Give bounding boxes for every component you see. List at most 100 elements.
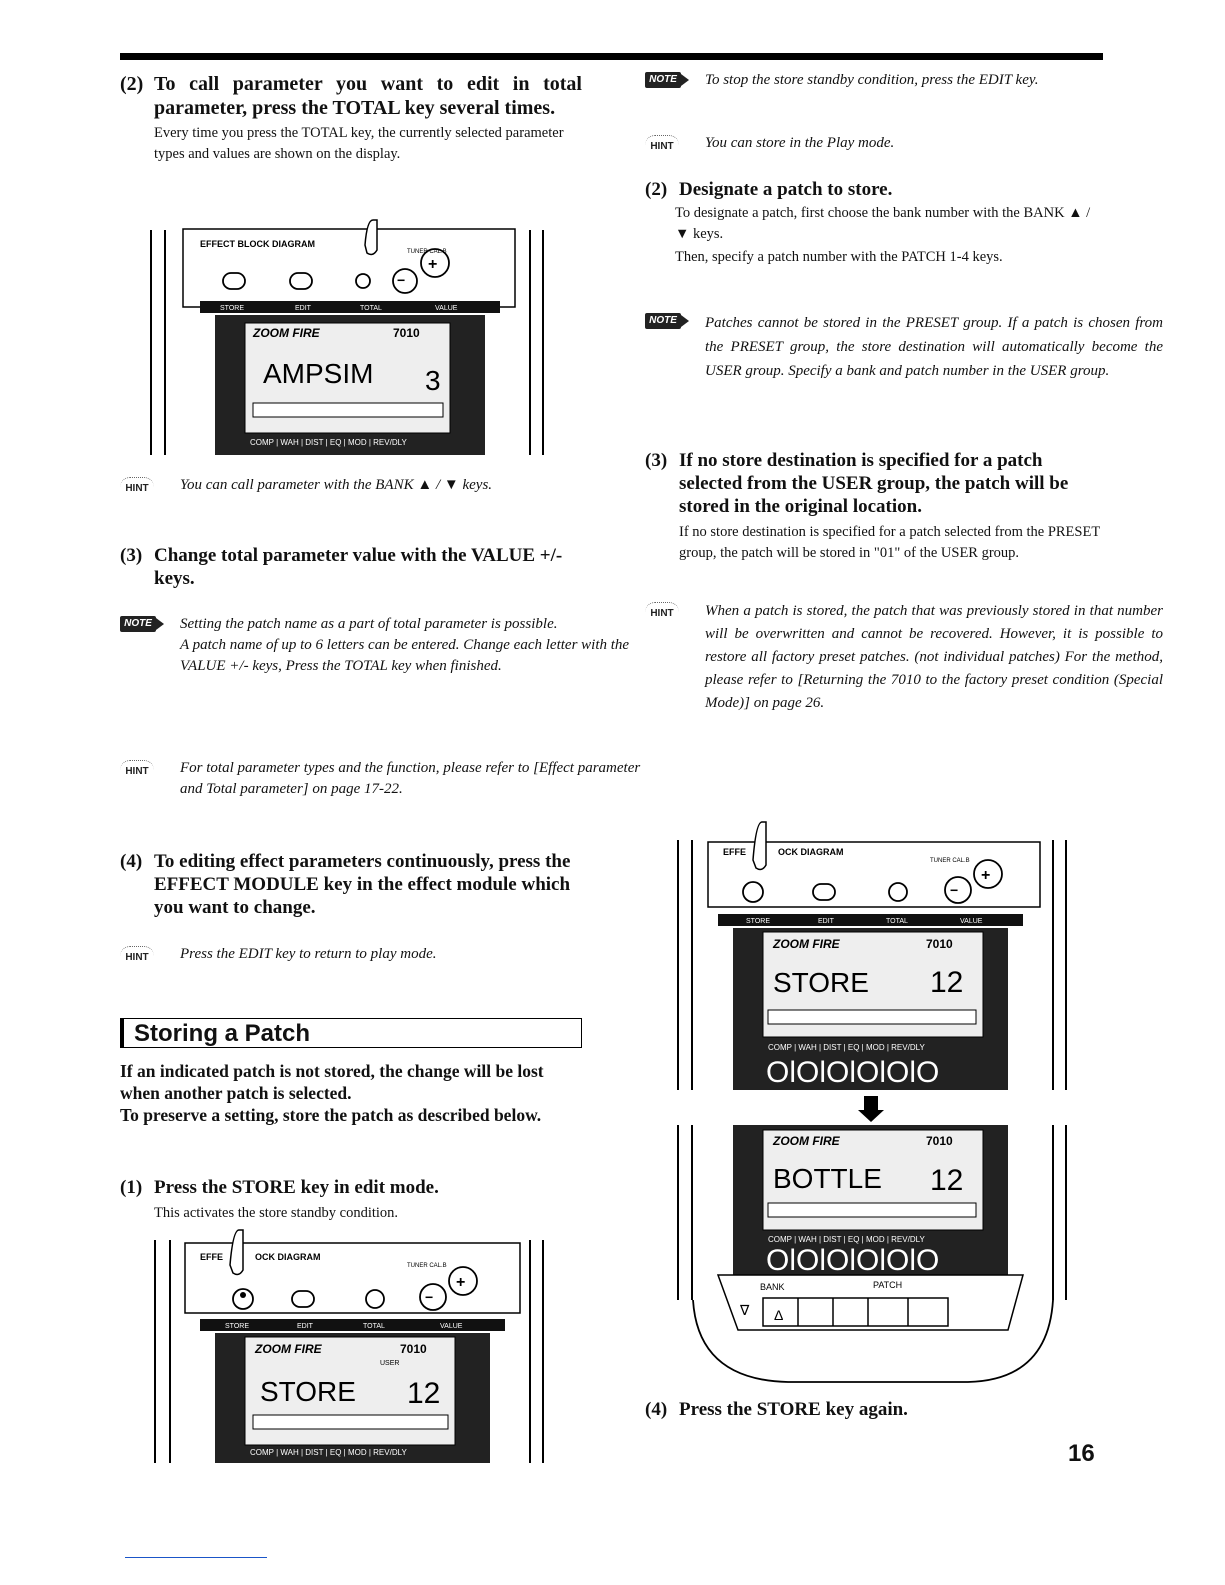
step-body: This activates the store standby conditi… [154,1205,399,1221]
module-labels: COMP | WAH | DIST | EQ | MOD | REV/DLY [768,1235,925,1244]
hint-icon: HINT [645,602,679,625]
step-title: Designate a patch to store. [679,179,893,200]
svg-text:OlOlOlOlOlO: OlOlOlOlOlO [766,1056,939,1089]
hint-text: For total parameter types and the functi… [180,760,641,797]
model-label: 7010 [400,1342,427,1356]
device-illustration-total: EFFECT BLOCK DIAGRAM TUNER CAL.B − + STO… [150,219,544,455]
display-text: STORE [260,1376,356,1407]
module-labels: COMP | WAH | DIST | EQ | MOD | REV/DLY [250,438,407,447]
display-number: 12 [930,966,963,999]
step-body: Every time you press the TOTAL key, the … [154,125,564,162]
tuner-label: TUNER CAL.B [930,858,970,864]
brand-label: ZOOM FIRE [772,937,841,951]
step-body-1: To designate a patch, first choose the b… [675,205,1091,242]
brand-label: ZOOM FIRE [252,326,321,340]
svg-text:∇: ∇ [739,1302,750,1318]
brand-label: ZOOM FIRE [772,1134,841,1148]
left-step-4: (4) To editing effect parameters continu… [120,850,582,919]
key-label-total: TOTAL [360,305,382,312]
svg-text:+: + [456,1274,465,1291]
hint-icon: HINT [120,760,154,783]
step-number: (2) [120,73,144,95]
right-step-4: (4) Press the STORE key again. [645,1398,1105,1421]
display-text: BOTTLE [773,1163,882,1194]
key-label-total: TOTAL [363,1323,385,1330]
hint-text: Press the EDIT key to return to play mod… [180,946,437,962]
brand-label: ZOOM FIRE [254,1342,323,1356]
left-step-1: (1) Press the STORE key in edit mode. Th… [120,1176,582,1224]
step-number: (4) [120,851,143,872]
key-label-edit: EDIT [297,1323,314,1330]
note-text: Patches cannot be stored in the PRESET g… [705,315,1163,379]
display-number: 12 [407,1377,440,1410]
step-title: Press the STORE key again. [679,1399,908,1420]
model-label: 7010 [926,937,953,951]
user-label: USER [380,1360,399,1367]
svg-text:−: − [425,1289,433,1305]
model-label: 7010 [926,1134,953,1148]
step-title: To call parameter you want to edit in to… [154,73,582,119]
right-step-3: (3) If no store destination is specified… [645,449,1105,564]
svg-text:+: + [981,867,990,884]
tuner-label: TUNER CAL.B [407,1263,447,1269]
display-number: 12 [930,1164,963,1197]
hint-icon: HINT [120,946,154,969]
step-body-2: Then, specify a patch number with the PA… [675,249,1003,265]
key-label-edit: EDIT [818,918,835,925]
display-value: 3 [425,365,441,396]
effect-label-short: EFFE [723,847,746,857]
device-illustration-store-sequence: EFFE OCK DIAGRAM TUNER CAL.B − + STORE E… [677,821,1067,1383]
hint-bank-keys: HINT You can call parameter with the BAN… [120,475,645,496]
step-number: (2) [645,179,668,200]
module-labels: COMP | WAH | DIST | EQ | MOD | REV/DLY [250,1448,407,1457]
key-label-value: VALUE [960,918,983,925]
key-label-total: TOTAL [886,918,908,925]
svg-text:OlOlOlOlOlO: OlOlOlOlOlO [766,1244,939,1277]
hint-text: You can store in the Play mode. [705,135,895,151]
step-title: Press the STORE key in edit mode. [154,1177,439,1198]
effect-label-tail: OCK DIAGRAM [778,847,844,857]
hint-icon: HINT [120,477,154,500]
model-label: 7010 [393,326,420,340]
effect-label-short: EFFE [200,1252,223,1262]
left-step-2: (2) To call parameter you want to edit i… [120,72,582,165]
bottom-rule [125,1557,267,1558]
svg-text:−: − [950,882,958,898]
display-text: STORE [773,967,869,998]
hint-play-mode: HINT You can store in the Play mode. [645,133,1165,154]
top-rule [120,53,1103,60]
note-text-1: Setting the patch name as a part of tota… [180,616,558,632]
patch-label: PATCH [873,1280,902,1290]
svg-text:−: − [397,272,405,288]
hint-icon: HINT [645,135,679,158]
hint-text: You can call parameter with the BANK ▲ /… [180,477,493,493]
step-number: (4) [645,1399,668,1420]
key-label-store: STORE [220,305,244,312]
key-label-value: VALUE [440,1323,463,1330]
svg-text:+: + [428,256,437,273]
key-label-value: VALUE [435,305,458,312]
display-text: AMPSIM [263,358,373,389]
note-preset-group: NOTE Patches cannot be stored in the PRE… [645,311,1163,383]
bank-label: BANK [760,1282,785,1292]
note-icon: NOTE [120,616,164,632]
hint-text: When a patch is stored, the patch that w… [705,603,1163,711]
right-step-2: (2) Designate a patch to store. To desig… [645,178,1105,268]
key-label-store: STORE [225,1323,249,1330]
intro-paragraph-1: If an indicated patch is not stored, the… [120,1061,544,1103]
left-step-3: (3) Change total parameter value with th… [120,544,582,590]
storing-intro: If an indicated patch is not stored, the… [120,1060,582,1126]
module-labels: COMP | WAH | DIST | EQ | MOD | REV/DLY [768,1043,925,1052]
note-icon: NOTE [645,72,689,88]
note-stop-standby: NOTE To stop the store standby condition… [645,70,1165,91]
key-label-edit: EDIT [295,305,312,312]
note-text: To stop the store standby condition, pre… [705,72,1039,88]
hint-edit-key: HINT Press the EDIT key to return to pla… [120,944,645,965]
step-number: (3) [645,450,668,471]
hint-total-params: HINT For total parameter types and the f… [120,758,645,800]
step-title: Change total parameter value with the VA… [154,545,563,589]
note-icon: NOTE [645,313,689,329]
page-number: 16 [1068,1440,1095,1467]
note-text-2: A patch name of up to 6 letters can be e… [180,637,630,674]
effect-label-tail: OCK DIAGRAM [255,1252,321,1262]
